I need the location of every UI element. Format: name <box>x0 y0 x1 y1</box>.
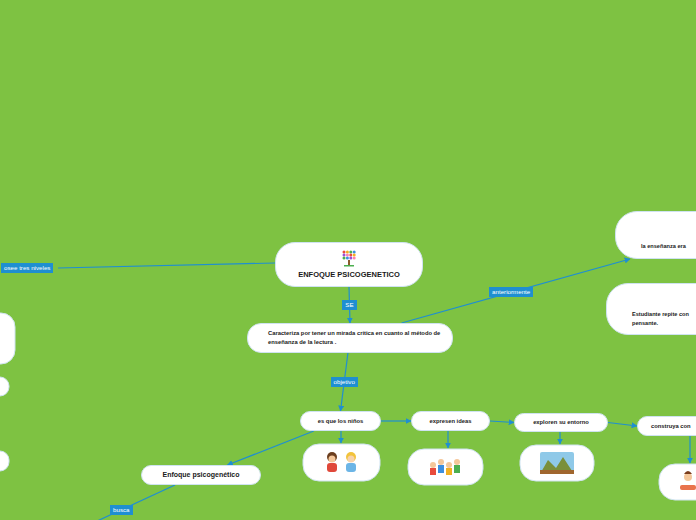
branch-line <box>95 485 175 520</box>
connector <box>608 423 637 427</box>
branch-line <box>58 263 275 268</box>
topic-box: es que los niños <box>300 411 381 431</box>
leader-line <box>689 436 690 463</box>
node-text: es que los niños <box>318 417 363 426</box>
leader-line <box>559 432 560 444</box>
picture-box <box>520 445 594 481</box>
connector <box>227 431 313 465</box>
left-branch <box>0 263 275 471</box>
connector <box>402 259 631 323</box>
node-text: expresen ideas <box>430 417 472 426</box>
edge-label: objetivo <box>331 377 358 387</box>
connector <box>381 420 411 421</box>
central-topic: ENFOQUE PSICOGENETICO <box>275 242 423 287</box>
leader-line <box>340 431 341 443</box>
branch-label: busca <box>110 505 133 515</box>
image-leaders <box>341 431 690 463</box>
node-text: Estudiante repite con pensante. <box>632 310 694 327</box>
cut-box <box>0 451 9 471</box>
edge-label: SE <box>342 300 356 310</box>
node-text: ENFOQUE PSICOGENETICO <box>298 269 400 281</box>
picture-box <box>303 444 380 481</box>
cut-box <box>0 377 9 396</box>
leader-line <box>447 431 448 448</box>
topic-box: construya con <box>637 416 696 436</box>
node-text: construya con <box>651 422 691 431</box>
edge-label: anteriormente <box>489 287 533 297</box>
topic-box: Estudiante repite con pensante. <box>606 283 696 335</box>
node-text: Enfoque psicogenético <box>162 470 239 481</box>
node-text: la enseñanza era <box>641 242 686 251</box>
branch-label: osee tres niveles <box>1 263 53 273</box>
topic-box: exploren su entorno <box>514 413 608 432</box>
topic-box: Enfoque psicogenético <box>141 465 261 485</box>
cut-box <box>0 313 15 364</box>
node-text: Caracteriza por tener un mirada critica … <box>268 329 444 347</box>
topic-box: la enseñanza era <box>615 211 696 259</box>
picture-box <box>659 464 696 500</box>
connector <box>490 421 514 423</box>
picture-box <box>408 449 483 485</box>
topic-box: expresen ideas <box>411 411 490 431</box>
node-text: exploren su entorno <box>533 418 589 427</box>
topic-box: Caracteriza por tener un mirada critica … <box>247 323 453 353</box>
tree-icon <box>340 249 358 267</box>
